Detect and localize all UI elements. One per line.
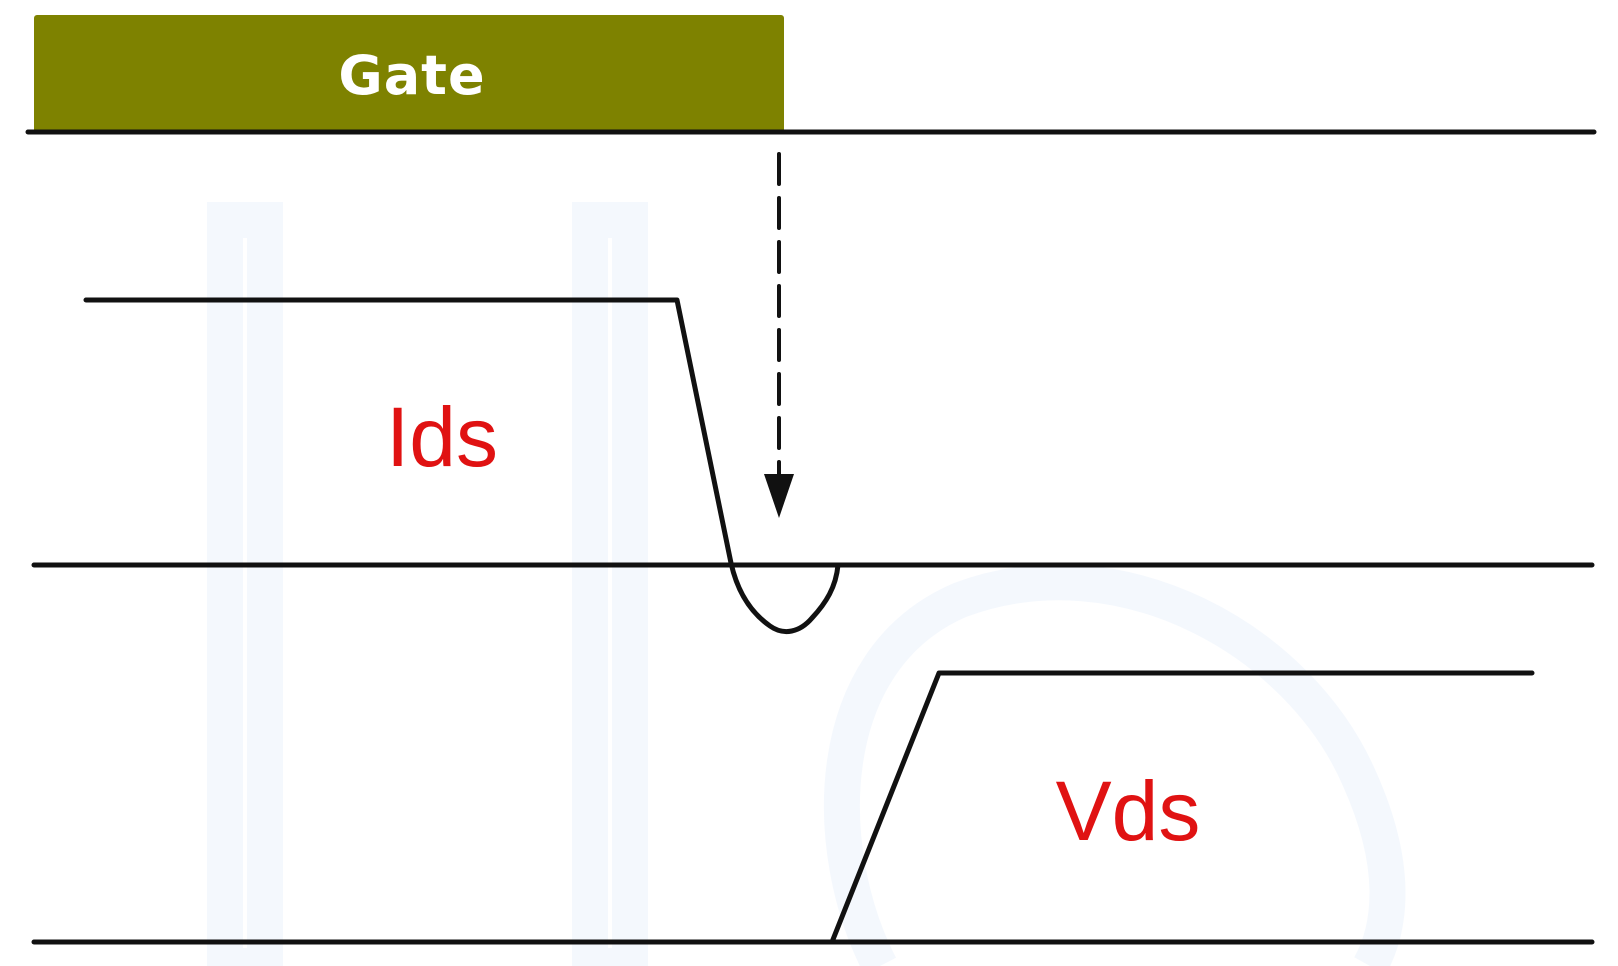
vds-waveform [829, 670, 1535, 945]
watermark-bar-right [572, 202, 648, 966]
gate-block [34, 15, 784, 133]
ids-waveform [83, 297, 841, 635]
arrow-head [764, 474, 794, 518]
vds-label: Vds [1056, 764, 1201, 858]
background-watermark [207, 202, 1406, 966]
gate-label: Gate [338, 44, 485, 107]
watermark-arc [823, 564, 1406, 966]
dashed-down-arrow-icon [764, 152, 794, 518]
watermark-bar-left [207, 202, 283, 966]
ids-label: Ids [386, 390, 498, 484]
